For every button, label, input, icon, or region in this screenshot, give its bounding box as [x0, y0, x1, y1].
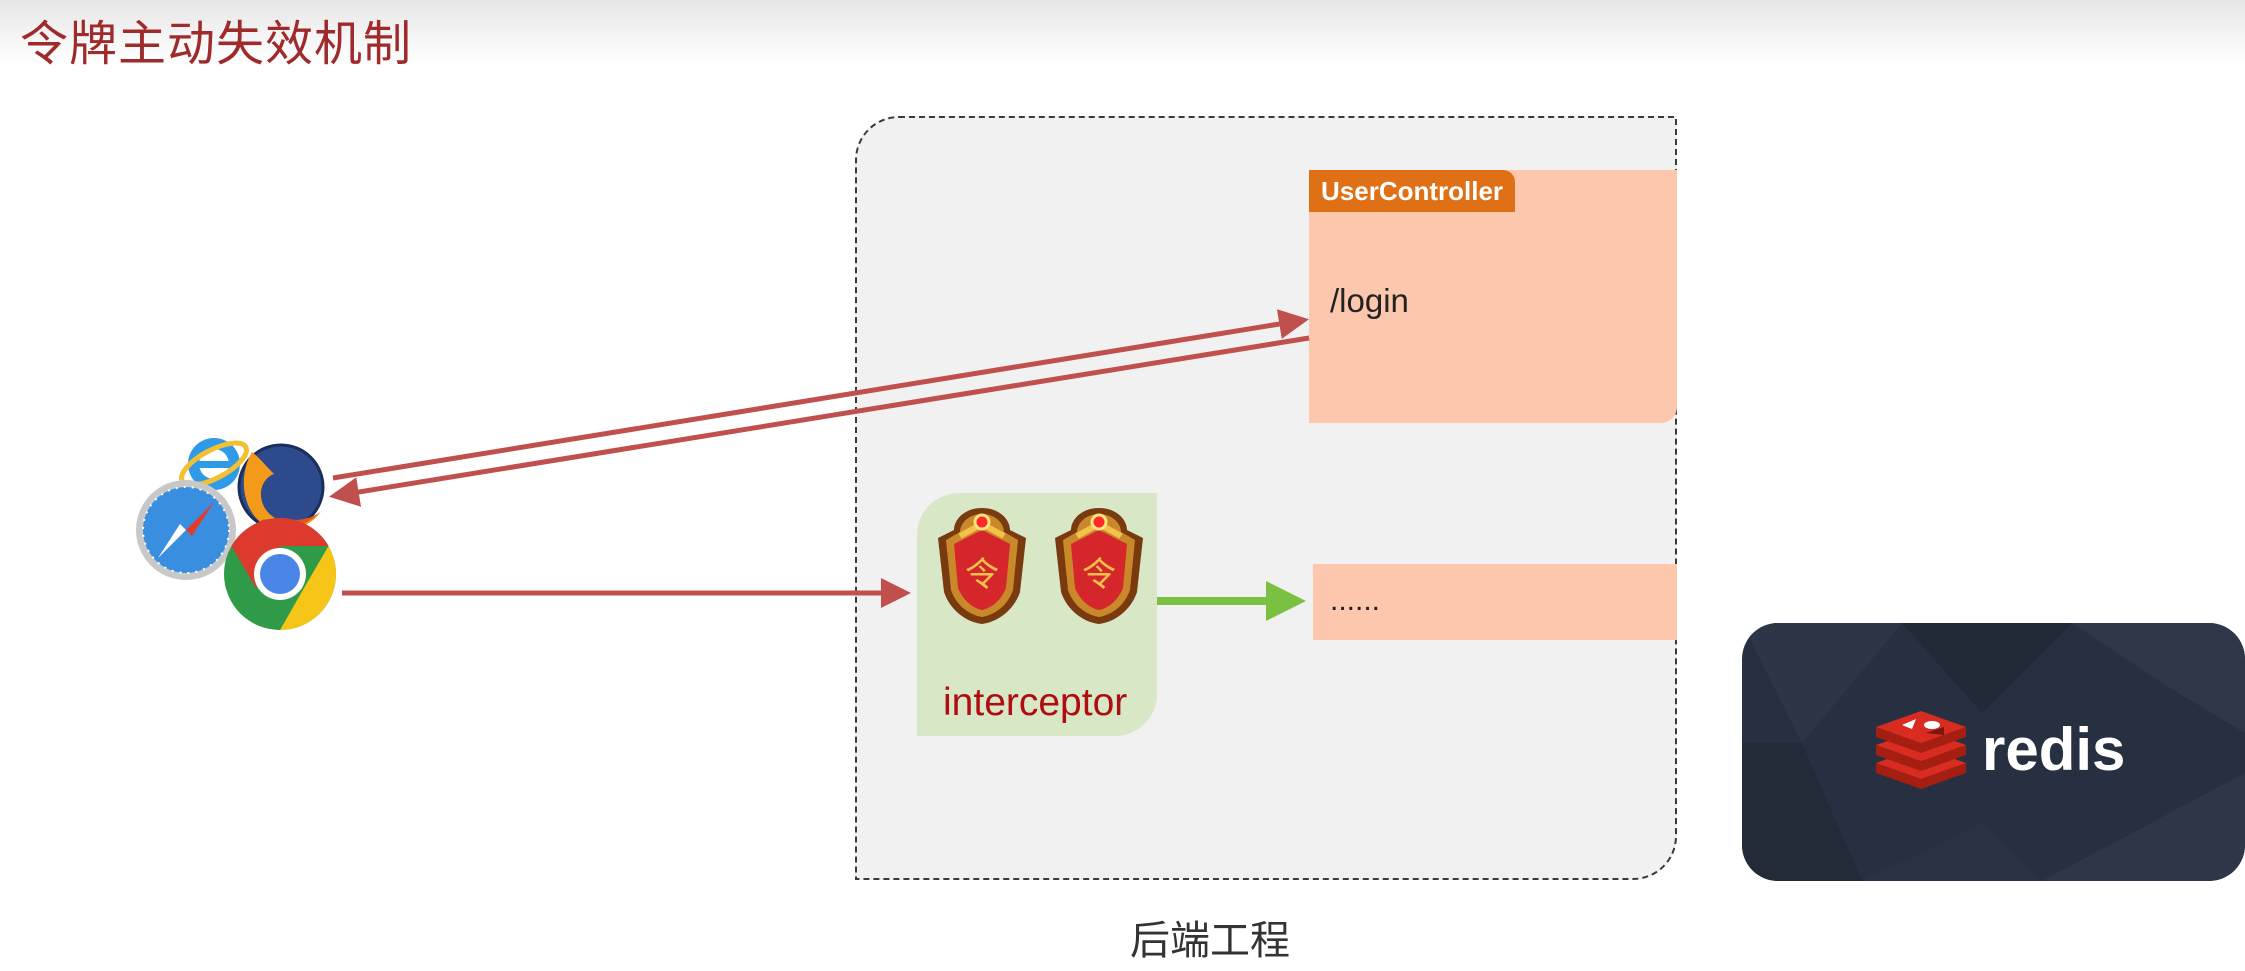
token-badge-icon: 令: [1055, 508, 1143, 624]
redis-background-pattern: [1742, 623, 2245, 881]
chrome-icon: [224, 518, 337, 630]
redis-logo-icon: [1876, 711, 1966, 789]
redis-wordmark: redis: [1982, 716, 2126, 783]
backend-project-caption: 后端工程: [1130, 918, 1290, 964]
other-endpoints-label: ......: [1330, 584, 1381, 617]
browser-client-icons: [130, 420, 350, 640]
token-glyph: 令: [1082, 555, 1116, 595]
token-badge-icon: 令: [938, 508, 1026, 624]
other-endpoints-box: [1313, 564, 1677, 640]
login-request-arrow: [332, 309, 1309, 481]
user-controller-tab: UserController: [1309, 170, 1516, 212]
token-response-arrow: [329, 335, 1310, 507]
safari-icon: [136, 480, 236, 580]
token-glyph: 令: [965, 555, 999, 595]
firefox-icon: [237, 443, 325, 531]
login-endpoint-label: /login: [1330, 282, 1409, 319]
interceptor-label: interceptor: [943, 681, 1128, 724]
user-controller-box: [1309, 170, 1677, 423]
slide-title: 令牌主动失效机制: [20, 16, 413, 72]
header-band: [0, 0, 2245, 70]
redis-card: redis: [1742, 623, 2245, 881]
